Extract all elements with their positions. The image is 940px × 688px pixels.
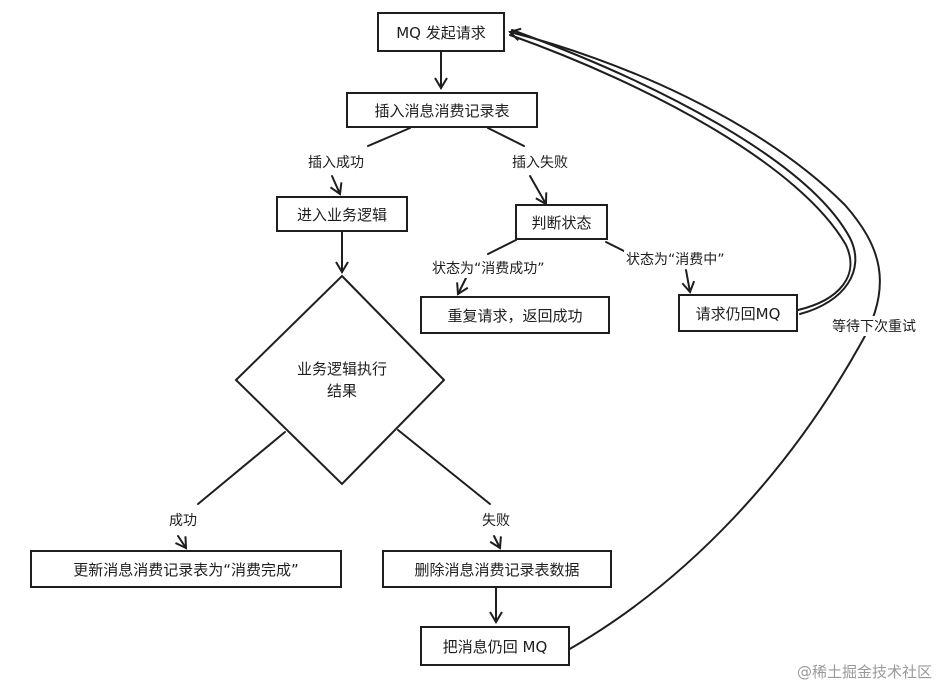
logic-result-line-2: 结果 [326,382,357,400]
insert-record-label: 插入消息消费记录表 [374,101,510,120]
mq-request-label: MQ 发起请求 [396,23,486,42]
insert-fail-label: 插入失败 [510,152,570,172]
status-consuming-label: 状态为“消费中” [624,249,727,269]
request-back-mq-node: 请求仍回MQ [678,294,798,332]
enter-logic-label: 进入业务逻辑 [296,205,387,224]
edge-status-consuming [605,241,627,253]
status-success-label: 状态为“消费成功” [430,258,547,278]
judge-status-node: 判断状态 [515,204,608,240]
edge-retry-loop [508,27,881,651]
message-back-mq-node: 把消息仍回 MQ [420,626,570,666]
watermark: @稀土掘金技术社区 [796,663,932,681]
edge-insert-fail [487,127,525,147]
judge-status-label: 判断状态 [531,213,592,232]
mq-request-node: MQ 发起请求 [377,12,505,52]
logic-result-line-1: 业务逻辑执行 [296,360,387,378]
edge-status-success [487,239,517,255]
repeat-request-label: 重复请求，返回成功 [447,306,583,325]
delete-record-label: 删除消息消费记录表数据 [414,560,580,579]
repeat-request-node: 重复请求，返回成功 [420,296,610,334]
edge-insert-success [367,127,411,147]
edge-requestmq-loop [509,34,852,311]
update-record-label: 更新消息消费记录表为“消费完成” [73,560,299,579]
logic-result-label: 业务逻辑执行 结果 [277,358,407,402]
decision-diamond [234,274,446,486]
update-record-node: 更新消息消费记录表为“消费完成” [30,550,342,588]
wait-retry-label: 等待下次重试 [830,316,918,336]
enter-logic-node: 进入业务逻辑 [276,196,408,232]
edge-diamond-success [197,431,286,505]
delete-record-node: 删除消息消费记录表数据 [382,550,612,588]
success-label: 成功 [167,510,199,530]
fail-label: 失败 [480,510,512,530]
message-back-mq-label: 把消息仍回 MQ [442,637,548,656]
insert-record-node: 插入消息消费记录表 [346,92,538,128]
edge-diamond-fail [397,429,491,505]
request-back-mq-label: 请求仍回MQ [695,304,781,323]
insert-success-label: 插入成功 [306,152,366,172]
